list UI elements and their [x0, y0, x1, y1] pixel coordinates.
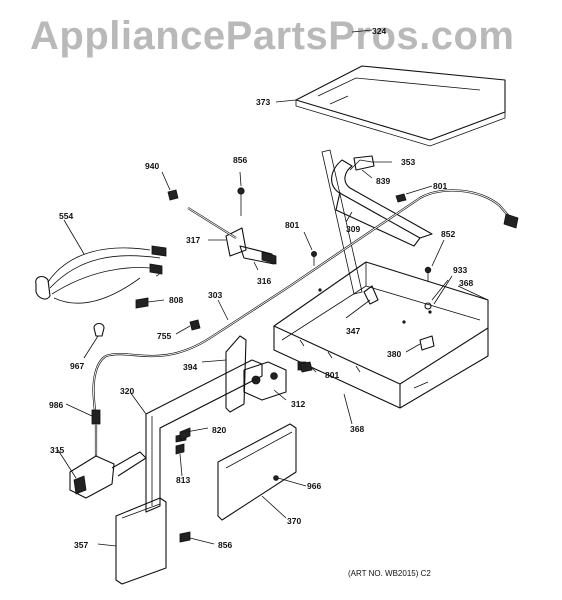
callout-380: 380 [387, 349, 401, 359]
callout-324: 324 [372, 26, 386, 36]
part-357-panel [115, 497, 167, 585]
callout-801-mid: 801 [285, 220, 299, 230]
part-394-bracket [225, 335, 247, 413]
callout-856-bottom: 856 [218, 540, 232, 550]
callout-347: 347 [346, 326, 360, 336]
part-852-screw [424, 266, 432, 282]
callout-940: 940 [145, 161, 159, 171]
part-303-gas-tube [105, 189, 519, 358]
part-967-clip [93, 322, 105, 337]
callout-368-right: 368 [459, 278, 473, 288]
part-813-screw [175, 443, 185, 455]
callout-986: 986 [49, 400, 63, 410]
callout-808: 808 [169, 295, 183, 305]
callout-966: 966 [307, 481, 321, 491]
part-373-deflector [295, 65, 506, 147]
part-933-nut [424, 302, 432, 310]
callout-317: 317 [186, 235, 200, 245]
callout-967: 967 [70, 361, 84, 371]
part-801-screw-b [310, 250, 317, 266]
callout-370: 370 [287, 516, 301, 526]
part-856-screw-b [179, 531, 191, 543]
callout-320: 320 [120, 386, 134, 396]
callout-353: 353 [401, 157, 415, 167]
part-347-bracket [363, 285, 379, 305]
callout-394: 394 [183, 362, 197, 372]
callout-813: 813 [176, 475, 190, 485]
part-317-bracket [187, 207, 247, 257]
callout-755: 755 [157, 331, 171, 341]
part-755-screw [189, 319, 201, 331]
part-820-clip [179, 427, 191, 441]
part-940-plug [167, 189, 179, 201]
callout-856-top: 856 [233, 155, 247, 165]
callout-357: 357 [74, 540, 88, 550]
callout-801-right: 801 [325, 370, 339, 380]
callout-309: 309 [346, 224, 360, 234]
callout-373: 373 [256, 97, 270, 107]
callout-315: 315 [50, 445, 64, 455]
part-380-clip [419, 335, 435, 351]
callout-303: 303 [208, 290, 222, 300]
callout-316: 316 [257, 276, 271, 286]
part-316-igniter [239, 245, 277, 265]
part-554-wire-harness [35, 245, 167, 304]
callout-labels: 324 373 353 839 801 940 856 554 317 316 … [49, 26, 473, 550]
part-370-panel [217, 423, 297, 521]
part-856-screw-a [237, 187, 245, 216]
part-986-tube [91, 355, 107, 456]
part-801-screw-c [299, 361, 313, 373]
part-315-valve [69, 451, 147, 499]
leader-lines [57, 29, 489, 547]
part-808-fitting [135, 297, 149, 309]
callout-933: 933 [453, 265, 467, 275]
art-number-note: (ART NO. WB2015) C2 [348, 569, 431, 578]
part-368-box [273, 261, 489, 409]
callout-312: 312 [291, 399, 305, 409]
callout-852: 852 [441, 229, 455, 239]
part-309-burner [321, 149, 433, 295]
callout-820: 820 [212, 425, 226, 435]
callout-839: 839 [376, 176, 390, 186]
watermark-logo: AppliancePartsPros.com [30, 14, 515, 58]
callout-554: 554 [59, 211, 73, 221]
part-801-screw-a [395, 193, 407, 203]
callout-368-bottom: 368 [350, 424, 364, 434]
callout-801-top: 801 [433, 181, 447, 191]
